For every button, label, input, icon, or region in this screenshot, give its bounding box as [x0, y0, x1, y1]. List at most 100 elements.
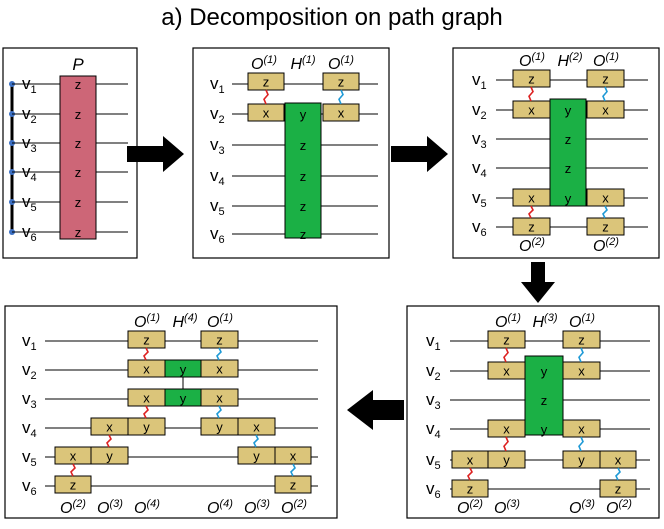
- operator-cell: [90, 446, 129, 465]
- blue-coupling: [216, 405, 222, 419]
- vertex-label: v5: [426, 450, 441, 472]
- hamiltonian-block: [524, 355, 564, 436]
- annotation-H3: H(3): [532, 312, 557, 331]
- vertex-label: v5: [22, 447, 37, 469]
- operator-cell: [586, 100, 625, 119]
- cell-letter: z: [503, 333, 510, 348]
- cell-letter: z: [143, 333, 150, 348]
- cell-letter: z: [541, 393, 548, 408]
- cell-letter: z: [467, 482, 474, 497]
- blue-coupling: [578, 347, 584, 363]
- vertex-label: v3: [426, 390, 441, 412]
- cell-letter: x: [615, 453, 622, 468]
- vertex-label: v5: [472, 188, 487, 210]
- annotation-O4: O(4): [134, 498, 160, 517]
- annotation-O1: O(1): [207, 312, 233, 331]
- cell-letter: x: [503, 422, 510, 437]
- annotation-O3: O(3): [244, 498, 270, 517]
- cell-letter: z: [75, 77, 82, 92]
- arrow-right: [127, 136, 184, 172]
- cell-letter: y: [541, 422, 548, 437]
- cell-letter: z: [565, 161, 572, 176]
- vertex-label: v3: [472, 129, 487, 151]
- operator-cell: [127, 417, 166, 436]
- vertex-label: v4: [22, 162, 37, 184]
- annotation-O1: O(1): [519, 51, 545, 70]
- blue-coupling: [338, 89, 344, 105]
- cell-letter: y: [503, 453, 510, 468]
- cell-letter: x: [338, 106, 345, 121]
- cell-letter: x: [290, 449, 297, 464]
- annotation-O1: O(1): [569, 312, 595, 331]
- vertex-label: v1: [210, 74, 225, 96]
- red-coupling: [143, 405, 149, 419]
- cell-letter: x: [578, 364, 585, 379]
- blue-coupling: [578, 436, 584, 452]
- panel-3: v1v2v3v4v5v6zxzxyzzyxzxzO(1)H(2)O(1)O(2)…: [452, 47, 660, 259]
- cell-letter: x: [263, 106, 270, 121]
- blue-coupling: [290, 463, 296, 477]
- operator-cell: [487, 450, 526, 469]
- cell-letter: z: [216, 333, 223, 348]
- cell-letter: y: [180, 362, 187, 377]
- annotation-O1: O(1): [134, 312, 160, 331]
- vertex-label: v1: [426, 331, 441, 353]
- vertex-label: v3: [210, 135, 225, 157]
- cell-letter: z: [75, 225, 82, 240]
- cell-letter: z: [338, 75, 345, 90]
- cell-letter: z: [75, 136, 82, 151]
- annotation-O3: O(3): [97, 498, 123, 517]
- hamiltonian-block: [284, 102, 322, 239]
- cell-letter: y: [300, 107, 307, 122]
- arrow-right: [391, 136, 448, 172]
- red-coupling: [503, 436, 509, 452]
- annotation-O3: O(3): [494, 498, 520, 517]
- annotation-O2: O(2): [593, 236, 619, 255]
- p-block: [59, 75, 97, 240]
- cell-letter: y: [106, 449, 113, 464]
- cell-letter: x: [143, 391, 150, 406]
- red-coupling: [70, 463, 76, 477]
- cell-letter: z: [602, 220, 609, 235]
- red-coupling: [263, 89, 269, 105]
- blue-coupling: [253, 434, 259, 448]
- cell-letter: z: [300, 199, 307, 214]
- annotation-O2: O(2): [606, 498, 632, 517]
- cell-letter: x: [503, 364, 510, 379]
- cell-letter: y: [216, 420, 223, 435]
- red-coupling: [503, 347, 509, 363]
- cell-letter: z: [578, 333, 585, 348]
- vertex-label: v3: [22, 389, 37, 411]
- cell-letter: y: [541, 364, 548, 379]
- operator-cell: [512, 217, 551, 236]
- cell-letter: x: [578, 422, 585, 437]
- blue-coupling: [602, 205, 608, 219]
- vertex-label: v4: [22, 418, 37, 440]
- p-label: P: [72, 55, 84, 74]
- cell-letter: z: [300, 138, 307, 153]
- cell-letter: z: [75, 107, 82, 122]
- cell-letter: z: [75, 165, 82, 180]
- vertex-label: v2: [22, 360, 37, 382]
- annotation-O3: O(3): [569, 498, 595, 517]
- hamiltonian-block: [549, 98, 587, 207]
- cell-letter: z: [70, 478, 77, 493]
- cell-letter: x: [253, 420, 260, 435]
- vertex-label: v1: [22, 331, 37, 353]
- annotation-O2: O(2): [60, 498, 86, 517]
- red-coupling: [106, 434, 112, 448]
- vertex-label: v6: [426, 479, 441, 501]
- cell-letter: x: [216, 391, 223, 406]
- cell-letter: z: [528, 72, 535, 87]
- red-coupling: [143, 347, 149, 361]
- cell-letter: y: [578, 453, 585, 468]
- cell-letter: y: [253, 449, 260, 464]
- annotation-H4: H(4): [172, 312, 197, 331]
- cell-letter: y: [565, 191, 572, 206]
- cell-letter: z: [615, 482, 622, 497]
- cell-letter: z: [300, 227, 307, 242]
- vertex-label: v5: [22, 192, 37, 214]
